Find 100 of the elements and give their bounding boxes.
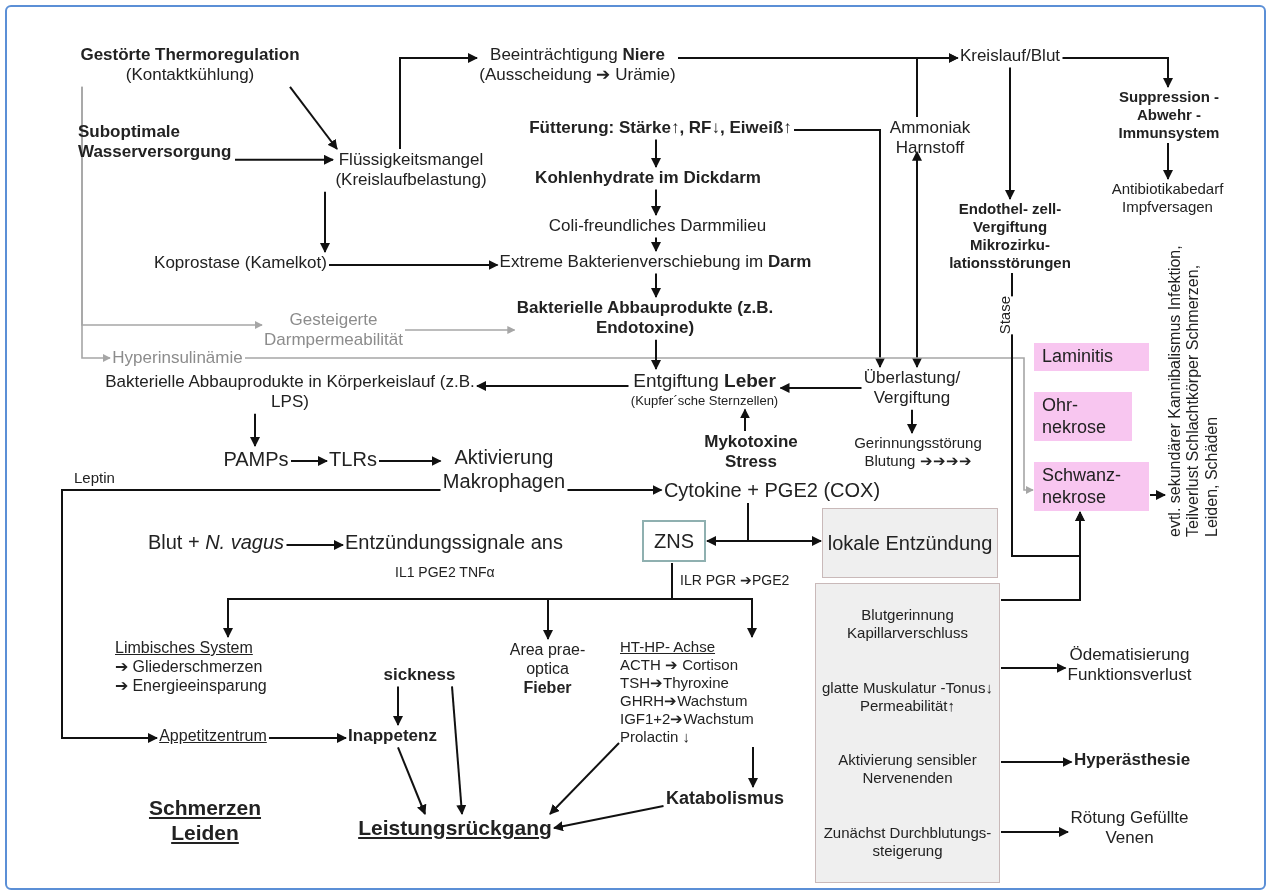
flow-text: Hyperästhesie (1072, 750, 1192, 771)
annotation-text: ILR PGR ➔PGE2 (680, 572, 790, 588)
flow-text: Prolactin ↓ (620, 728, 692, 746)
flow-text: ➔ Energieeinsparung (115, 676, 268, 696)
framed-box (642, 520, 706, 562)
flow-text: ➔ Gliederschmerzen (115, 657, 264, 677)
annotation-text: IL1 PGE2 TNFα (395, 564, 495, 580)
arrow (234, 154, 334, 165)
flow-text: GHRH➔Wachstum (620, 692, 749, 710)
arrow (250, 412, 260, 447)
arrow (907, 408, 917, 434)
flow-text: Blut + N. vagus (146, 530, 286, 554)
flow-text: Fieber (522, 678, 573, 698)
flow-text: ACTH ➔ Cortison (620, 656, 740, 674)
flow-text: Appetitzentrum (158, 726, 268, 746)
arrow (399, 53, 478, 150)
flow-text: Koprostase (Kamelkot) (153, 253, 328, 274)
note-text: Schmerzen Leiden (147, 795, 262, 846)
arrow (651, 188, 661, 216)
arrow (651, 338, 661, 370)
flow-text: (Kupfer´sche Sternzellen) (629, 392, 780, 409)
arrow (566, 485, 663, 495)
arrow (553, 805, 665, 832)
arrow (1149, 490, 1166, 500)
arrow (740, 408, 750, 432)
flow-text: (Kontaktkühlung) (124, 65, 256, 86)
process-box (822, 508, 998, 578)
arrow (1000, 663, 1067, 673)
flow-text: Extreme Bakterienverschiebung im Darm (498, 252, 813, 273)
flow-text: Inappetenz (347, 726, 438, 747)
flow-text: Bakterielle Abbauprodukte in Körperkeislauf (z.B. LPS) (104, 372, 476, 413)
flow-text: Ödematisierung Funktionsverlust (1066, 645, 1193, 686)
box-text: Aktivierung sensibler Nervenenden (837, 751, 978, 788)
symptom-box (1034, 462, 1149, 512)
arrow (244, 357, 1034, 494)
arrow (289, 85, 338, 150)
flow-text: Bakterielle Abbauprodukte (z.B. Endotoxine) (515, 298, 775, 339)
arrow (1005, 66, 1015, 200)
flow-text: TSH➔Thyroxine (620, 674, 730, 692)
arrow (1011, 272, 1085, 557)
arrow (651, 272, 661, 298)
flow-text: Ammoniak Harnstoff (888, 118, 972, 159)
arrow (397, 746, 427, 815)
box-text: lokale Entzündung (827, 531, 993, 555)
flow-text: Rötung Gefüllte Venen (1069, 808, 1190, 849)
flow-text: Entzündungssignale ans (344, 530, 564, 554)
flow-text: Kreislauf/Blut (958, 46, 1062, 67)
box-text: Zunächst Durchblutungs- steigerung (822, 823, 993, 860)
flow-text: PAMPs (222, 447, 290, 471)
flow-text: Coli-freundliches Darmmilieu (547, 216, 768, 237)
arrow (393, 685, 403, 726)
flow-text: IGF1+2➔Wachstum (620, 710, 755, 728)
flow-text: HT-HP- Achse (620, 638, 717, 656)
box-text: Schwanz- nekrose (1042, 465, 1123, 509)
flow-text: Fütterung: Stärke↑, RF↓, Eiweiß↑ (528, 118, 793, 139)
flow-text: (Ausscheidung ➔ Urämie) (478, 65, 677, 86)
arrow (747, 502, 822, 546)
arrow (912, 150, 922, 368)
flow-text: Aktivierung Makrophagen (441, 445, 567, 493)
box-text: Ohr- nekrose (1042, 395, 1108, 439)
arrow (1000, 827, 1069, 837)
arrow (549, 742, 620, 815)
flow-text: Katabolismus (664, 788, 786, 810)
arrow (748, 746, 758, 788)
flow-text: Gestörte Thermoregulation (79, 45, 301, 66)
flow-text: (Kreislaufbelastung) (334, 170, 488, 191)
flow-text: Area prae- optica (508, 640, 587, 679)
arrow (779, 383, 863, 393)
flow-text: Suppression -Abwehr -Immunsystem (1117, 88, 1221, 142)
flow-text: Hyperinsulinämie (111, 348, 244, 369)
symptom-box (1034, 343, 1149, 371)
flow-text: Suboptimale Wasserversorgung (78, 122, 234, 163)
arrow (1000, 757, 1073, 767)
symptom-box (1034, 392, 1132, 442)
flow-text: Gesteigerte Darmpermeabilität (263, 310, 404, 351)
arrow (451, 685, 467, 815)
flow-text: Flüssigkeitsmangel (337, 150, 485, 171)
arrow (61, 489, 442, 743)
flow-text: Leistungsrückgang (357, 815, 553, 841)
arrow (476, 381, 630, 391)
arrow (328, 260, 499, 270)
arrow (651, 236, 661, 252)
flow-text: Limbisches System (115, 638, 254, 658)
flow-text: Kohlenhydrate im Dickdarm (534, 168, 762, 189)
flow-text: Mykotoxine Stress (703, 432, 799, 473)
arrow (320, 190, 330, 253)
flow-text: Entgiftung Leber (632, 370, 777, 393)
flow-text: TLRs (328, 447, 378, 471)
flow-text: Endothel- zell-Vergiftung Mikrozirku- lationsstörungen (948, 200, 1072, 272)
flow-text: Antibiotikabedarf Impfversagen (1110, 180, 1225, 216)
arrow (378, 456, 442, 466)
arrow (268, 733, 347, 743)
arrow (1163, 142, 1173, 180)
process-box (815, 583, 1000, 883)
arrow (1061, 57, 1173, 88)
arrow (651, 138, 661, 168)
arrow (290, 456, 328, 466)
flow-text: sickness (382, 665, 457, 686)
arrow (793, 129, 885, 368)
box-text: Laminitis (1042, 346, 1115, 368)
